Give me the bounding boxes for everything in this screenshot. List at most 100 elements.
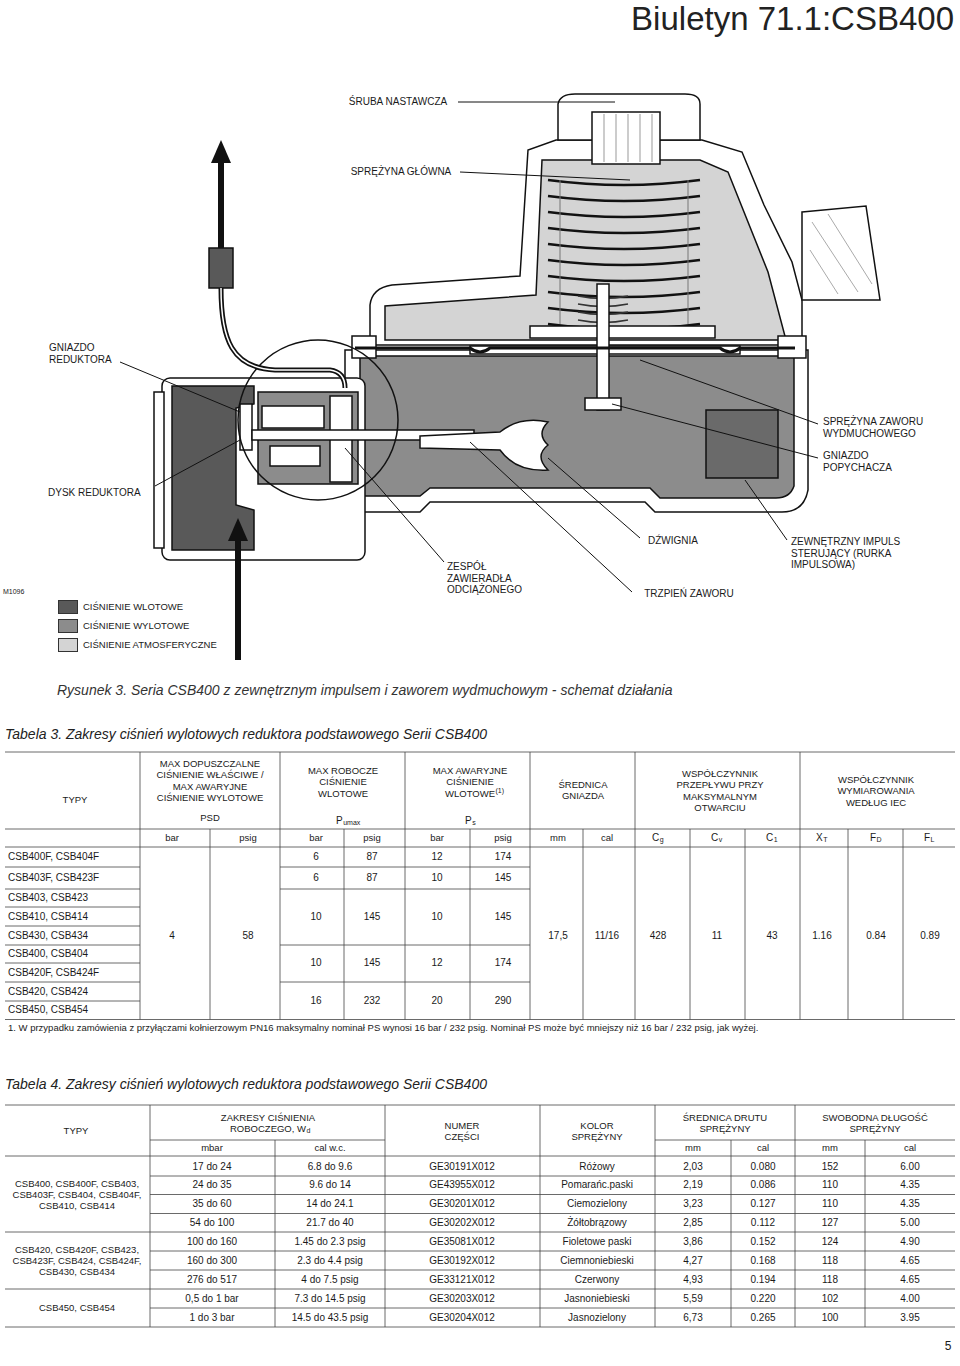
table-cell: 4.00 [900,1293,919,1305]
table-cell: GE30203X012 [429,1293,495,1305]
table-cell: 12 [431,851,442,863]
table-cell: 6 [313,872,319,884]
legend-label: CIŚNIENIE WLOTOWE [83,602,183,613]
table-header: cal [875,1142,945,1153]
table-cell: 127 [822,1217,839,1229]
table-rule [5,867,140,1001]
table-header: TYPY [46,1125,106,1136]
table-cell: 14.5 do 43.5 psig [292,1312,369,1324]
flow-arrow [228,518,248,541]
index-mark: g [660,836,664,843]
table-cell: 160 do 300 [187,1255,237,1267]
table-cell: 4,27 [683,1255,702,1267]
table-cell: 16 [310,995,321,1007]
table-cell: 232 [364,995,381,1007]
table-cell: 145 [495,911,512,923]
regulator-housing [385,160,786,340]
table-cell: CSB450, CSB454 [7,1302,147,1313]
table-cell: 5.00 [900,1217,919,1229]
table-cell: 4 [169,930,175,942]
table-cell: 2.3 do 4.4 psig [297,1255,363,1267]
table-cell: 118 [822,1274,838,1286]
page-title: Biuletyn 71.1:CSB400 [631,1,954,37]
legend-label: CIŚNIENIE ATMOSFERYCZNE [83,640,217,651]
table-cell: 124 [822,1236,839,1248]
table-cell: 14 do 24.1 [306,1198,353,1210]
callout-label: DŹWIGNIA [633,535,713,547]
callout-label: GNIAZDO POPYCHACZA [823,450,913,473]
table-cell: 3,86 [683,1236,702,1248]
table-cell: 10 [431,872,442,884]
table-header: ŚREDNICA DRUTU SPRĘŻYNY [675,1112,775,1135]
table-cell: 3.95 [900,1312,919,1324]
flow-arrow [211,140,231,163]
table-cell: Różowy [579,1161,615,1173]
diaphragm [355,348,795,352]
flow-arrow [235,540,241,660]
table-cell: 0.194 [750,1274,775,1286]
valve-body [162,378,365,560]
table-rule [5,752,955,1327]
table-cell: Ciemnoniebieski [560,1255,633,1267]
table-header: mbar [177,1142,247,1153]
table-cell: 428 [650,930,667,942]
legend-swatch [58,600,78,614]
legend-row: CIŚNIENIE WLOTOWE [58,600,183,614]
table-cell: Pomarańc.paski [561,1179,633,1191]
table-header: TYPY [45,794,105,805]
lower-casing [706,410,778,478]
table-cell: 87 [366,851,377,863]
table-cell: 4 do 7.5 psig [301,1274,358,1286]
index-mark: D [877,836,882,843]
table-cell: 102 [822,1293,839,1305]
table-cell: Jasnoniebieski [564,1293,630,1305]
table-cell: 1.45 do 2.3 psig [294,1236,365,1248]
table-cell: 276 do 517 [187,1274,237,1286]
table-title: Tabela 3. Zakresy ciśnień wylotowych red… [5,726,487,743]
legend-row: CIŚNIENIE ATMOSFERYCZNE [58,638,217,652]
table-cell: 2,03 [683,1161,702,1173]
leader-line [120,362,240,412]
index-mark: umax [343,819,360,826]
valve-body [154,392,164,548]
leader-line [745,480,787,540]
table-header: bar [402,832,472,843]
table-header: cal [572,832,642,843]
regulator-housing [810,214,872,294]
table-cell: 1 do 3 bar [189,1312,234,1324]
leader-line [460,172,630,180]
callout-label: DYSK REDUKTORA [48,487,168,499]
table-cell: GE33121X012 [429,1274,495,1286]
valve-body [262,406,324,428]
table-cell: 100 do 160 [187,1236,237,1248]
table-cell: 10 [431,911,442,923]
table-header: F [924,832,930,844]
table-cell: 6,73 [683,1312,702,1324]
table-cell: Fioletowe paski [563,1236,632,1248]
table-cell: 11 [712,930,722,942]
leader-line [120,102,818,592]
table-cell: 145 [364,911,381,923]
table-cell: 110 [822,1179,838,1191]
table-cell: 4.65 [900,1255,919,1267]
valve-body [154,378,548,560]
table-header: PSD [190,812,230,823]
index-mark: d [307,1127,311,1134]
table-cell: 145 [495,872,512,884]
table-cell: 0.265 [750,1312,775,1324]
table-cell: 174 [495,957,512,969]
table-cell: 35 do 60 [193,1198,232,1210]
table-cell: 0.127 [750,1198,775,1210]
callout-label: SPRĘŻYNA GŁÓWNA [326,166,476,178]
impulse-tube [221,288,345,388]
regulator-housing [370,94,880,345]
impulse-tube [209,248,345,388]
table-cell: 4.65 [900,1274,919,1286]
valve-body [420,420,548,470]
table-cell: CSB430, CSB434 [8,930,88,942]
table-cell: 17,5 [548,930,567,942]
callout-label: ZESPÓŁ ZAWIERADŁA ODCIĄŻONEGO [447,561,535,596]
table-cell: 3,23 [683,1198,702,1210]
table-cell: 4.35 [900,1198,919,1210]
table-cell: Czerwony [575,1274,619,1286]
